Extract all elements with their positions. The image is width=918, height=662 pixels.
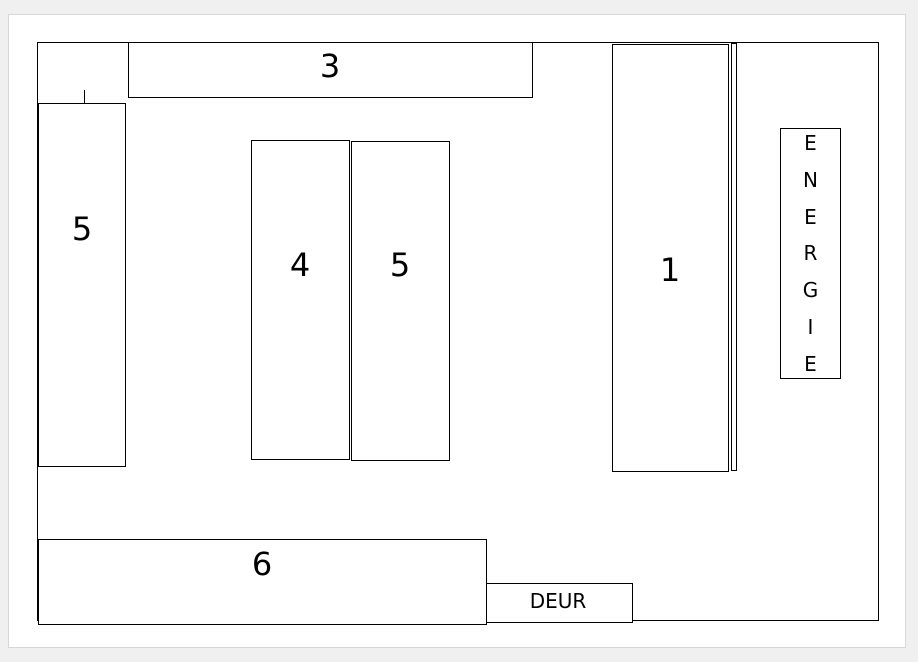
door-label: DEUR (529, 589, 587, 613)
tick-mark (84, 90, 85, 103)
box-3 (128, 42, 533, 98)
box-4 (251, 140, 350, 460)
energie-letter: N (803, 167, 818, 192)
energie-letter: E (804, 131, 817, 155)
door-box (486, 583, 633, 623)
energie-letter: I (807, 315, 814, 340)
box-5-center (351, 141, 450, 461)
energie-letter: E (804, 351, 817, 376)
box-4-label: 4 (289, 246, 311, 284)
energie-letter: R (803, 241, 818, 266)
box-1-side-strip (731, 43, 737, 471)
box-5-left (38, 103, 126, 467)
energie-box: E N E R G I E (780, 128, 841, 379)
energie-letters: E N E R G I E (781, 133, 840, 374)
box-6 (38, 539, 487, 625)
energie-letter: G (802, 278, 819, 303)
box-5-center-label: 5 (389, 246, 411, 284)
box-1 (612, 44, 729, 472)
energie-letter: E (804, 204, 817, 229)
box-6-label: 6 (251, 545, 273, 583)
box-3-label: 3 (319, 47, 341, 85)
room-outline (37, 42, 879, 621)
box-1-label: 1 (659, 251, 681, 289)
box-5-left-label: 5 (71, 210, 93, 248)
